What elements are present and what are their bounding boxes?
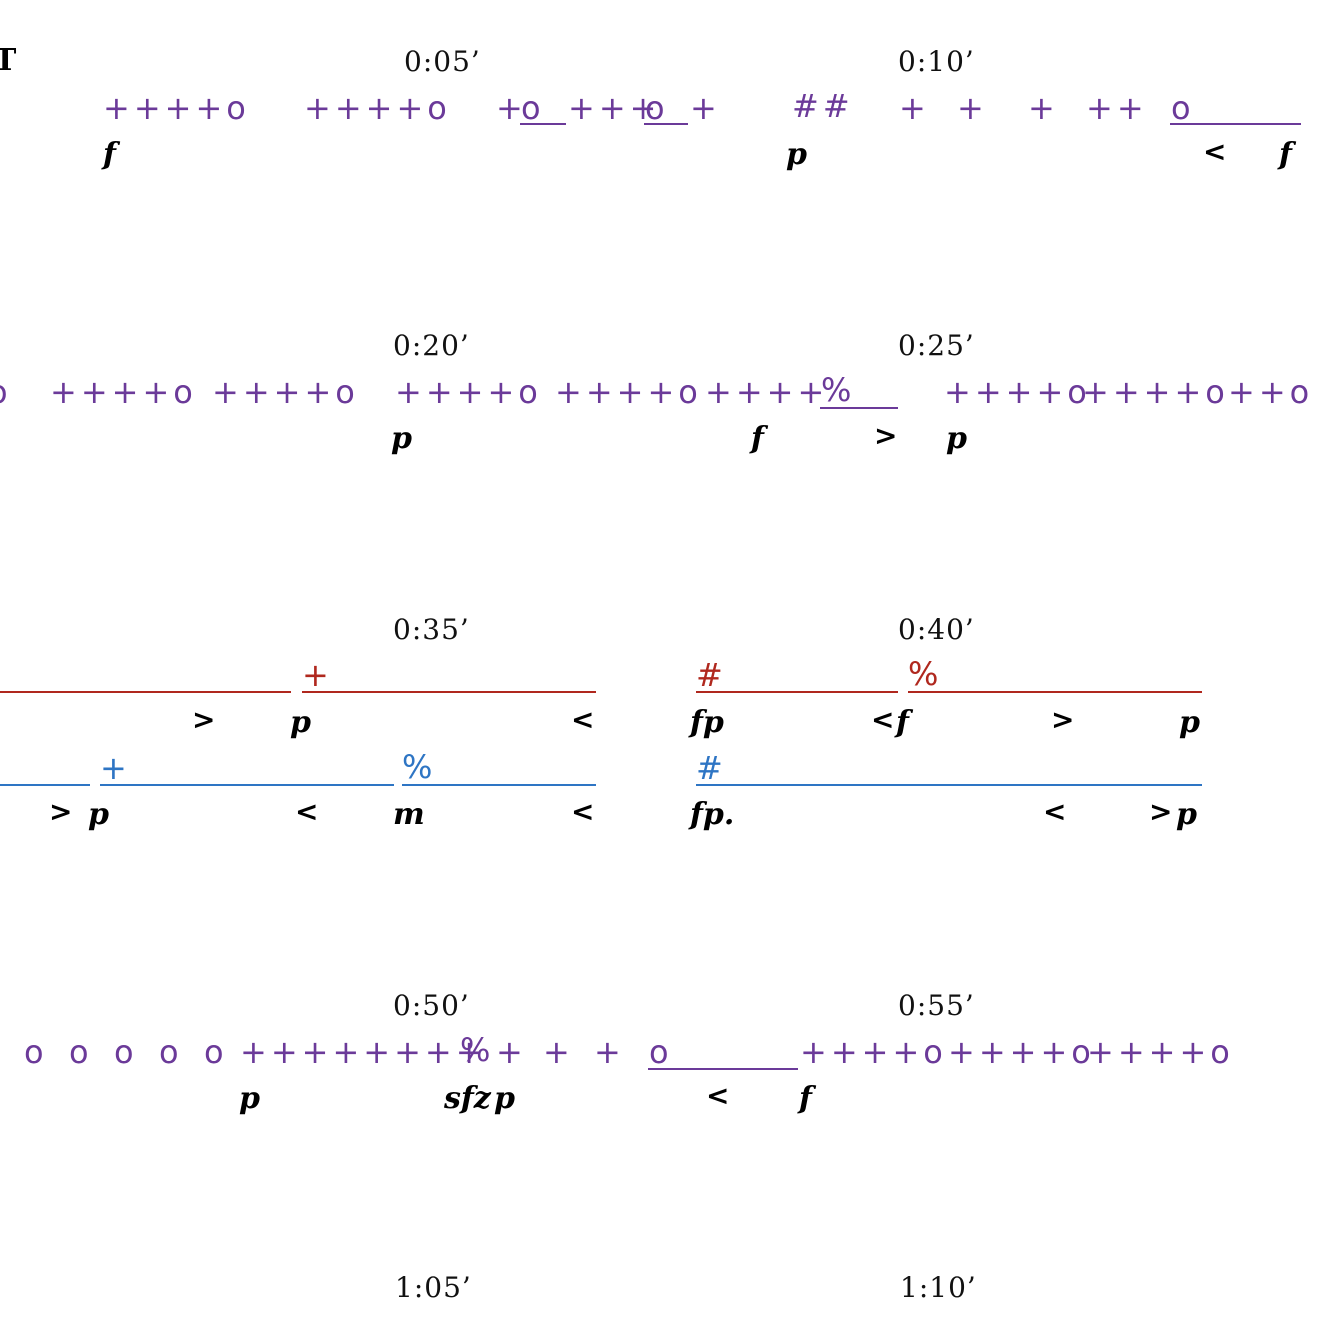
decrescendo-mark: > bbox=[49, 795, 73, 828]
time-marker: 0:05’ bbox=[404, 45, 481, 78]
symbol-group: o bbox=[1171, 89, 1195, 127]
time-marker: 1:05’ bbox=[395, 1271, 472, 1304]
crescendo-mark: < bbox=[871, 703, 895, 736]
dynamic-mark: p bbox=[1176, 797, 1197, 832]
sustain-line bbox=[302, 691, 596, 693]
header-label: T bbox=[0, 43, 17, 78]
dynamic-mark: p bbox=[786, 137, 807, 172]
symbol-group: # bbox=[696, 749, 727, 787]
symbol-group: + bbox=[302, 656, 333, 694]
symbol-group: ++++o bbox=[103, 89, 250, 127]
sustain-line bbox=[0, 784, 90, 786]
crescendo-mark: < bbox=[571, 703, 595, 736]
symbol-group: + bbox=[496, 1033, 527, 1071]
time-marker: 0:20’ bbox=[393, 329, 470, 362]
sustain-line bbox=[696, 784, 1202, 786]
symbol-group: o bbox=[645, 89, 669, 127]
symbol-group: ++++o bbox=[50, 373, 197, 411]
symbol-group: o bbox=[159, 1033, 183, 1071]
sustain-line bbox=[1170, 123, 1301, 125]
symbol-group: + bbox=[594, 1033, 625, 1071]
dynamic-mark: fp. bbox=[690, 797, 735, 832]
symbol-group: + bbox=[690, 89, 721, 127]
sustain-line bbox=[402, 784, 596, 786]
sustain-line bbox=[644, 123, 688, 125]
dynamic-mark: p bbox=[239, 1081, 260, 1116]
symbol-group: +++ bbox=[568, 89, 661, 127]
sustain-line bbox=[100, 784, 394, 786]
time-marker: 0:40’ bbox=[898, 613, 975, 646]
decrescendo-mark: > bbox=[192, 703, 216, 736]
symbol-group: ++++o bbox=[948, 1033, 1095, 1071]
symbol-group: ++++o bbox=[1087, 1033, 1234, 1071]
symbol-group: ++++o bbox=[304, 89, 451, 127]
crescendo-mark: < bbox=[706, 1079, 730, 1112]
time-marker: 0:25’ bbox=[898, 329, 975, 362]
sustain-line bbox=[0, 691, 291, 693]
dynamic-mark: f bbox=[896, 705, 909, 740]
symbol-group: ++++o bbox=[1082, 373, 1229, 411]
sustain-line bbox=[696, 691, 898, 693]
decrescendo-mark: > bbox=[1149, 795, 1173, 828]
crescendo-mark: < bbox=[571, 795, 595, 828]
dynamic-mark: p bbox=[391, 421, 412, 456]
time-marker: 0:55’ bbox=[898, 989, 975, 1022]
time-marker: 0:50’ bbox=[393, 989, 470, 1022]
sustain-line bbox=[820, 407, 898, 409]
symbol-group: o bbox=[69, 1033, 93, 1071]
dynamic-mark: p bbox=[946, 421, 967, 456]
dynamic-mark: p bbox=[290, 705, 311, 740]
symbol-group: % bbox=[460, 1031, 495, 1069]
symbol-group: ## bbox=[792, 87, 854, 125]
symbol-group: + bbox=[496, 89, 527, 127]
dynamic-mark: p bbox=[1179, 705, 1200, 740]
dynamic-mark: p bbox=[88, 797, 109, 832]
symbol-group: # bbox=[696, 656, 727, 694]
symbol-group: o bbox=[649, 1033, 673, 1071]
dynamic-mark: f bbox=[751, 421, 764, 456]
symbol-group: + bbox=[1028, 89, 1059, 127]
symbol-group: + bbox=[957, 89, 988, 127]
symbol-group: % bbox=[821, 371, 856, 409]
symbol-group: % bbox=[908, 655, 943, 693]
decrescendo-mark: > bbox=[874, 419, 898, 452]
symbol-group: o bbox=[0, 376, 12, 408]
symbol-group: o bbox=[521, 89, 545, 127]
symbol-group: ++++o bbox=[212, 373, 359, 411]
symbol-group: ++ bbox=[1086, 89, 1148, 127]
decrescendo-mark: > bbox=[1051, 703, 1075, 736]
dynamic-mark: sfz bbox=[444, 1081, 491, 1116]
time-marker: 0:10’ bbox=[898, 45, 975, 78]
dynamic-mark: f bbox=[799, 1081, 812, 1116]
symbol-group: ++o bbox=[1228, 373, 1314, 411]
symbol-group: + bbox=[100, 749, 131, 787]
sustain-line bbox=[908, 691, 1202, 693]
symbol-group: ++++o bbox=[944, 373, 1091, 411]
sustain-line bbox=[648, 1068, 798, 1070]
symbol-group: + bbox=[543, 1033, 574, 1071]
time-marker: 1:10’ bbox=[900, 1271, 977, 1304]
time-marker: 0:35’ bbox=[393, 613, 470, 646]
symbol-group: ++++o bbox=[555, 373, 702, 411]
dynamic-mark: m bbox=[393, 797, 425, 832]
dynamic-mark: p bbox=[494, 1081, 515, 1116]
dynamic-mark: f bbox=[1279, 137, 1292, 172]
symbol-group: ++++o bbox=[395, 373, 542, 411]
sustain-line bbox=[520, 123, 566, 125]
symbol-group: ++++++++ bbox=[240, 1033, 487, 1071]
symbol-group: o bbox=[24, 1033, 48, 1071]
symbol-group: o bbox=[114, 1033, 138, 1071]
crescendo-mark: < bbox=[1043, 795, 1067, 828]
crescendo-mark: < bbox=[295, 795, 319, 828]
symbol-group: o bbox=[204, 1033, 228, 1071]
symbol-group: % bbox=[402, 748, 437, 786]
symbol-group: ++++o bbox=[800, 1033, 947, 1071]
symbol-group: ++++ bbox=[705, 373, 829, 411]
crescendo-mark: < bbox=[1203, 135, 1227, 168]
symbol-group: + bbox=[899, 89, 930, 127]
dynamic-mark: f bbox=[103, 137, 116, 172]
dynamic-mark: fp bbox=[690, 705, 724, 740]
